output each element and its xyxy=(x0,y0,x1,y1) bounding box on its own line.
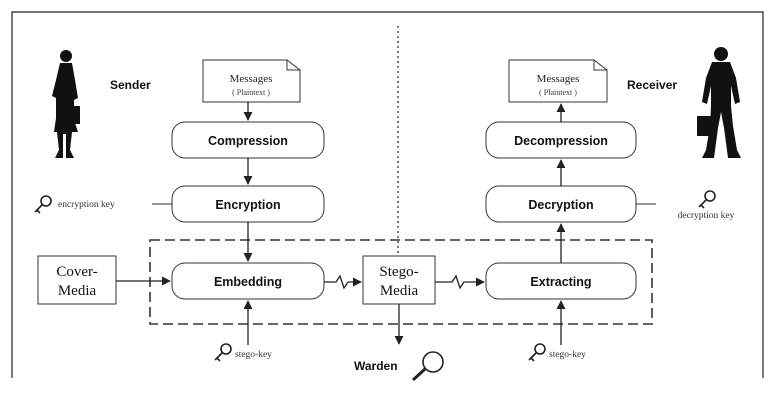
messages-receiver-sub: ( Plaintext ) xyxy=(539,88,577,97)
sender-label: Sender xyxy=(110,78,151,92)
channel-box xyxy=(149,239,653,325)
decompression-box: Decompression xyxy=(485,121,637,159)
cover-media-line1: Cover- xyxy=(56,264,97,280)
cover-media-line2: Media xyxy=(58,283,97,299)
stego-key-right-label: stego-key xyxy=(549,350,586,360)
encryption-box: Encryption xyxy=(171,185,325,223)
extracting-box: Extracting xyxy=(485,262,637,300)
messages-receiver-box: Messages ( Plaintext ) xyxy=(508,59,608,103)
extracting-label: Extracting xyxy=(530,275,591,289)
stego-key-left-label: stego-key xyxy=(235,350,272,360)
decryption-key-label: decryption key xyxy=(678,211,735,221)
receiver-silhouette-icon xyxy=(697,47,741,158)
receiver-label: Receiver xyxy=(627,78,677,92)
sender-silhouette-icon xyxy=(52,50,80,158)
stego-media-line2: Media xyxy=(380,283,419,299)
outer-frame xyxy=(11,11,764,378)
messages-receiver-title: Messages xyxy=(537,73,580,85)
embedding-box: Embedding xyxy=(171,262,325,300)
magnifier-icon xyxy=(411,351,444,382)
stego-key-left-icon xyxy=(214,343,232,362)
decryption-key-icon xyxy=(698,190,716,209)
encryption-label: Encryption xyxy=(215,198,280,212)
decompression-label: Decompression xyxy=(514,134,608,148)
encryption-key-icon xyxy=(34,195,52,214)
messages-sender-title: Messages xyxy=(230,73,273,85)
cover-media-box: Cover- Media xyxy=(37,255,117,305)
stego-key-right-icon xyxy=(528,343,546,362)
encryption-key-label: encryption key xyxy=(58,200,115,210)
stego-media-box: Stego- Media xyxy=(362,255,436,305)
decryption-box: Decryption xyxy=(485,185,637,223)
messages-sender-box: Messages ( Plaintext ) xyxy=(202,59,301,103)
compression-label: Compression xyxy=(208,134,288,148)
arrow-stego-to-extracting xyxy=(435,274,485,290)
embedding-label: Embedding xyxy=(214,275,282,289)
decryption-label: Decryption xyxy=(528,198,593,212)
stego-media-line1: Stego- xyxy=(379,264,418,280)
compression-box: Compression xyxy=(171,121,325,159)
warden-label: Warden xyxy=(354,359,398,373)
arrow-embedding-to-stego xyxy=(324,274,362,290)
messages-sender-sub: ( Plaintext ) xyxy=(232,88,270,97)
